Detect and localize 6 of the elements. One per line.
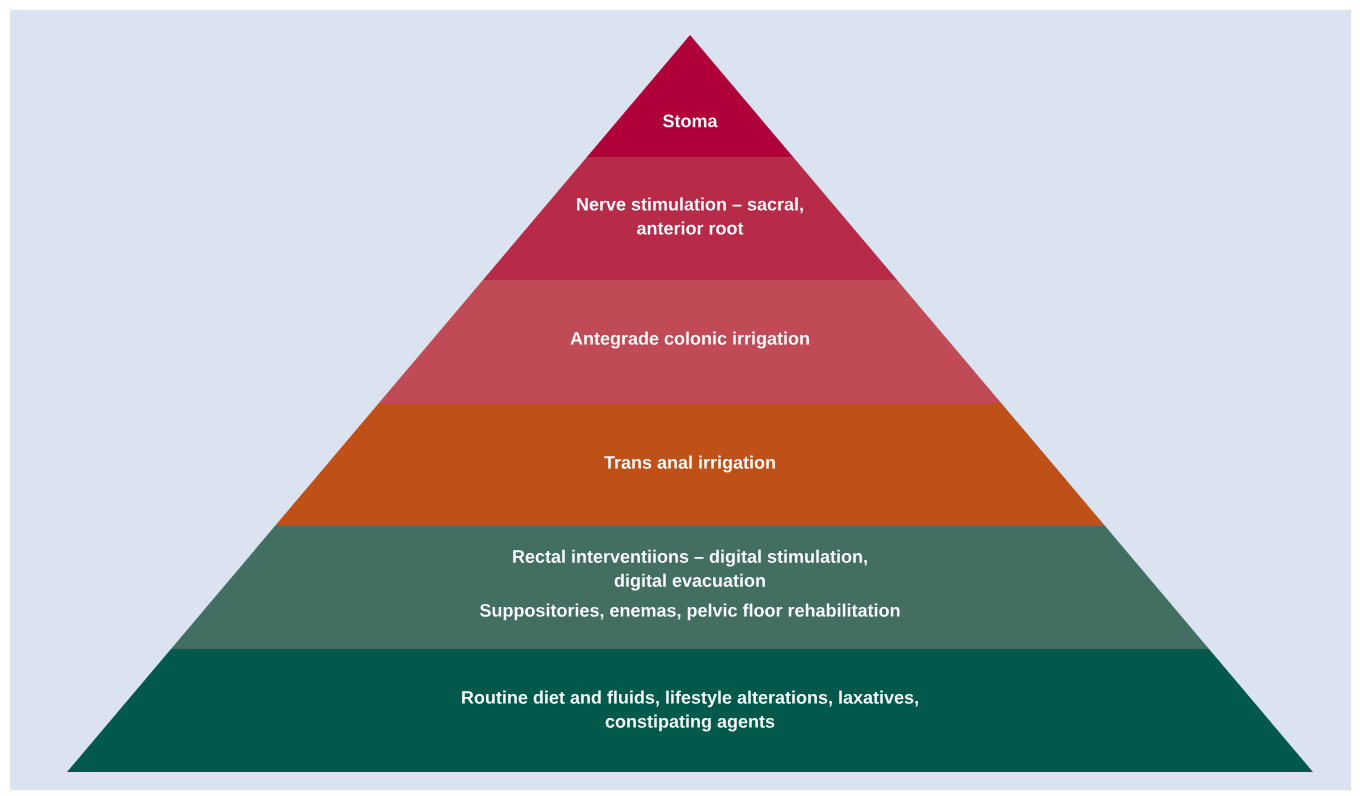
pyramid-level: Routine diet and fluids, lifestyle alterations, laxatives, constipating agents bbox=[67, 649, 1313, 772]
pyramid-level: Antegrade colonic irrigation bbox=[378, 280, 1002, 403]
pyramid-level: Trans anal irrigation bbox=[274, 403, 1106, 526]
pyramid-level: Nerve stimulation – sacral, anterior root bbox=[482, 157, 898, 280]
pyramid-level: Rectal interventiions – digital stimulation, digital evacuation Suppositories, enemas, pelvic floor rehabilitation bbox=[171, 526, 1209, 649]
pyramid-level: Stoma bbox=[586, 35, 794, 157]
